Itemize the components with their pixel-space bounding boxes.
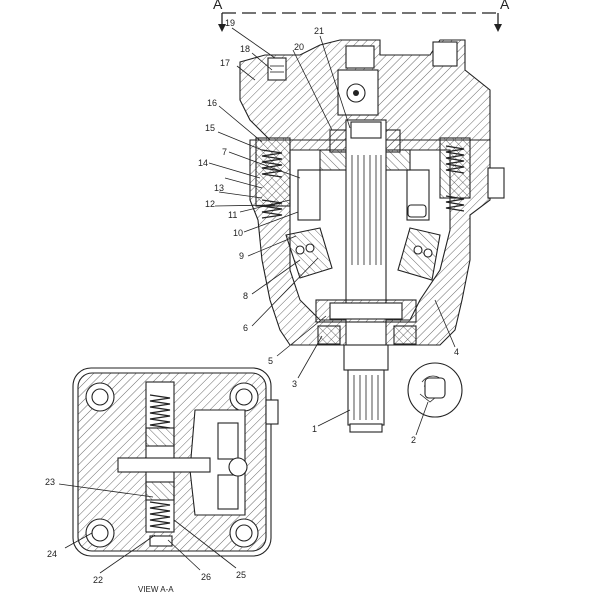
callout-23: 23	[45, 477, 55, 487]
callout-16: 16	[207, 98, 217, 108]
callout-7: 7	[222, 147, 227, 157]
callout-4: 4	[454, 347, 459, 357]
callout-8: 8	[243, 291, 248, 301]
callout-14: 14	[198, 158, 208, 168]
section-mark-right: A	[500, 0, 510, 12]
upper-spring	[149, 394, 171, 429]
shaft-end	[349, 423, 383, 433]
callout-2: 2	[411, 435, 416, 445]
section-mark-left: A	[213, 0, 223, 12]
lower-bearing-race	[329, 302, 403, 320]
callout-20: 20	[294, 42, 304, 52]
callout-10: 10	[233, 228, 243, 238]
callout-26: 26	[201, 572, 211, 582]
callout-9: 9	[239, 251, 244, 261]
main-motor-assembly	[239, 39, 505, 433]
lower-spring	[149, 501, 171, 530]
callout-3: 3	[292, 379, 297, 389]
flange-tab	[265, 399, 279, 425]
callout-11: 11	[228, 210, 237, 220]
cross-passage	[117, 457, 211, 473]
view-a-a	[72, 367, 279, 557]
cavity-slot-bottom	[217, 474, 239, 510]
section-line: A A	[213, 0, 510, 32]
shaft-top-cap	[350, 121, 382, 139]
output-shaft-collar	[343, 344, 389, 371]
leader-lines	[58, 27, 456, 574]
upper-poppet	[145, 427, 175, 447]
right-seal	[393, 325, 417, 345]
right-boss	[487, 167, 505, 199]
view-caption: VIEW A-A	[138, 585, 174, 594]
callout-25: 25	[236, 570, 246, 580]
left-piston	[297, 169, 321, 221]
callout-22: 22	[93, 575, 103, 585]
callout-17: 17	[220, 58, 230, 68]
callout-18: 18	[240, 44, 250, 54]
callout-5: 5	[268, 356, 273, 366]
left-seal	[317, 325, 341, 345]
callout-labels: 1 2 3 4 5 6 7 8 9 10 11 12 13 14 15 16 1…	[45, 18, 459, 585]
callout-21: 21	[314, 26, 324, 36]
callout-24: 24	[47, 549, 57, 559]
callout-19: 19	[225, 18, 235, 28]
bolt-head	[267, 57, 287, 81]
lower-poppet	[145, 481, 175, 501]
callout-15: 15	[205, 123, 215, 133]
top-plug	[345, 45, 375, 69]
cavity-port	[228, 457, 248, 477]
bearing-rollers	[295, 243, 433, 258]
callout-6: 6	[243, 323, 248, 333]
right-top-plug	[432, 41, 458, 67]
callout-12: 12	[205, 199, 215, 209]
callout-13: 13	[214, 183, 224, 193]
shaft-splines	[351, 155, 382, 265]
cavity-slot-top	[217, 422, 239, 460]
spool-plug	[149, 535, 173, 547]
callout-1: 1	[312, 424, 317, 434]
output-splines	[353, 375, 379, 420]
